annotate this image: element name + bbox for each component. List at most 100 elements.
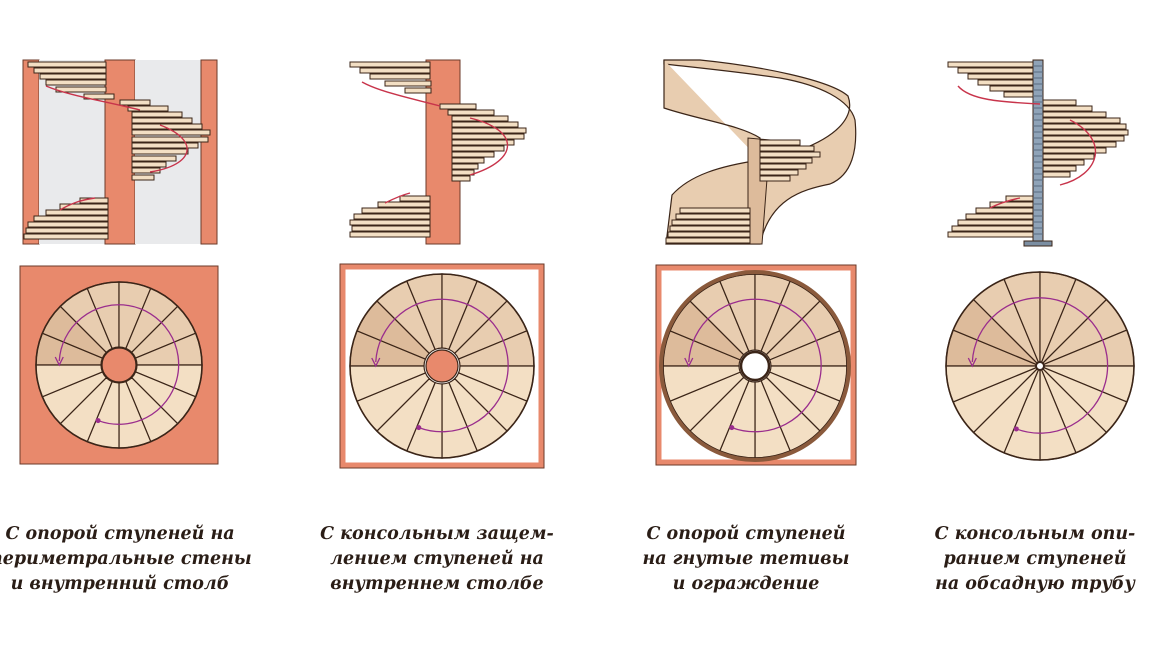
- travel-path-start: [416, 425, 422, 431]
- caption-line: С консольным опи-: [934, 524, 1136, 544]
- stair-tread: [131, 161, 167, 168]
- stair-tread: [759, 145, 815, 152]
- stair-tread: [25, 227, 109, 234]
- stair-tread: [384, 80, 432, 87]
- stair-tread: [759, 175, 791, 182]
- stair-tread: [359, 67, 431, 74]
- stair-tread: [33, 67, 107, 74]
- stair-tread: [131, 129, 211, 136]
- stair-tread: [1035, 105, 1093, 112]
- stair-tread: [439, 103, 477, 110]
- room-outline-edge: [339, 263, 545, 469]
- stair-tread: [353, 213, 431, 220]
- stair-tread: [451, 163, 479, 170]
- stair-tread: [451, 127, 527, 134]
- stair-tread: [45, 79, 107, 86]
- stair-tread: [667, 231, 751, 238]
- stair-tread: [451, 175, 471, 182]
- caption-line: лением ступеней на: [330, 549, 544, 569]
- stair-tread: [131, 148, 189, 155]
- stair-tread: [131, 123, 203, 130]
- hollow-center: [739, 350, 771, 382]
- stair-tread: [957, 219, 1037, 226]
- stringer-edge: [663, 60, 761, 160]
- central-column: [101, 347, 137, 383]
- stair-tread: [759, 139, 801, 146]
- stair-tread: [131, 117, 193, 124]
- stair-tread: [377, 201, 431, 208]
- stair-tread: [1003, 91, 1037, 98]
- stair-tread: [665, 237, 751, 244]
- caption-line: ранием ступеней: [943, 549, 1127, 569]
- caption-line: С консольным защем-: [320, 524, 554, 544]
- stair-tread: [679, 207, 751, 214]
- central-column: [425, 349, 459, 383]
- stair-tread: [977, 79, 1037, 86]
- stair-tread: [119, 99, 151, 106]
- stair-tread: [131, 136, 209, 143]
- panel-2-elevation: [349, 59, 527, 245]
- stair-tread: [671, 219, 751, 226]
- stair-tread: [404, 87, 432, 94]
- stair-tread: [759, 169, 799, 176]
- direction-arrow: [149, 124, 188, 173]
- caption-line: и ограждение: [672, 574, 820, 594]
- direction-arrow: [469, 117, 509, 176]
- stair-tread: [967, 73, 1037, 80]
- direction-arrow: [384, 192, 411, 204]
- stair-tread: [1035, 129, 1129, 136]
- stair-tread: [131, 111, 183, 118]
- direction-arrow: [45, 85, 141, 111]
- travel-arrow-head: [54, 356, 64, 367]
- stair-tread: [989, 85, 1037, 92]
- stair-tread: [351, 225, 431, 232]
- stair-tread: [759, 151, 821, 158]
- stair-tread: [361, 207, 431, 214]
- stair-tread: [127, 105, 169, 112]
- travel-path: [58, 304, 180, 425]
- travel-arrow-head: [967, 357, 977, 368]
- panel-4-plan: [945, 271, 1135, 461]
- stair-tread: [947, 231, 1037, 238]
- stair-tread: [349, 231, 431, 238]
- stair-tread: [131, 155, 177, 162]
- travel-path: [971, 297, 1109, 434]
- caption-line: и внутренний столб: [10, 574, 230, 594]
- room-outline: [340, 264, 544, 468]
- inner-column: [104, 59, 136, 245]
- panel-2-plan: [339, 263, 545, 469]
- travel-path-start: [95, 418, 101, 424]
- stair-tread: [447, 109, 495, 116]
- travel-path-start: [1013, 426, 1019, 432]
- stair-tread: [1035, 153, 1095, 160]
- stair-tread: [1035, 135, 1125, 142]
- casing-pipe-plan: [1035, 361, 1045, 371]
- stair-tread: [23, 233, 109, 240]
- stair-tread: [369, 73, 431, 80]
- stair-tread: [957, 67, 1037, 74]
- plan-outline: [945, 271, 1135, 461]
- stair-tread: [965, 213, 1037, 220]
- caption-line: периметральные стены: [0, 549, 252, 569]
- plan-outline: [349, 273, 535, 459]
- stair-tread: [759, 163, 807, 170]
- stair-tread: [451, 145, 505, 152]
- caption-panel-3: С опорой ступеней на гнутые тетивы и огр…: [616, 522, 876, 597]
- travel-path: [375, 298, 509, 433]
- caption-line: С опорой ступеней: [646, 524, 846, 544]
- curved-stringer: [659, 270, 851, 462]
- caption-line: на обсадную трубу: [935, 574, 1135, 594]
- stair-tread: [349, 61, 431, 68]
- direction-arrow: [59, 197, 96, 211]
- caption-line: внутреннем столбе: [330, 574, 544, 594]
- caption-line: С опорой ступеней на: [5, 524, 235, 544]
- panel-1-elevation: [22, 59, 218, 245]
- caption-panel-1: С опорой ступеней на периметральные стен…: [0, 522, 252, 597]
- direction-arrow: [989, 197, 1021, 209]
- stair-tread: [947, 61, 1037, 68]
- stair-tread: [27, 221, 109, 228]
- direction-arrow: [1059, 119, 1097, 186]
- stair-tread: [1035, 117, 1121, 124]
- travel-path-start: [729, 425, 735, 431]
